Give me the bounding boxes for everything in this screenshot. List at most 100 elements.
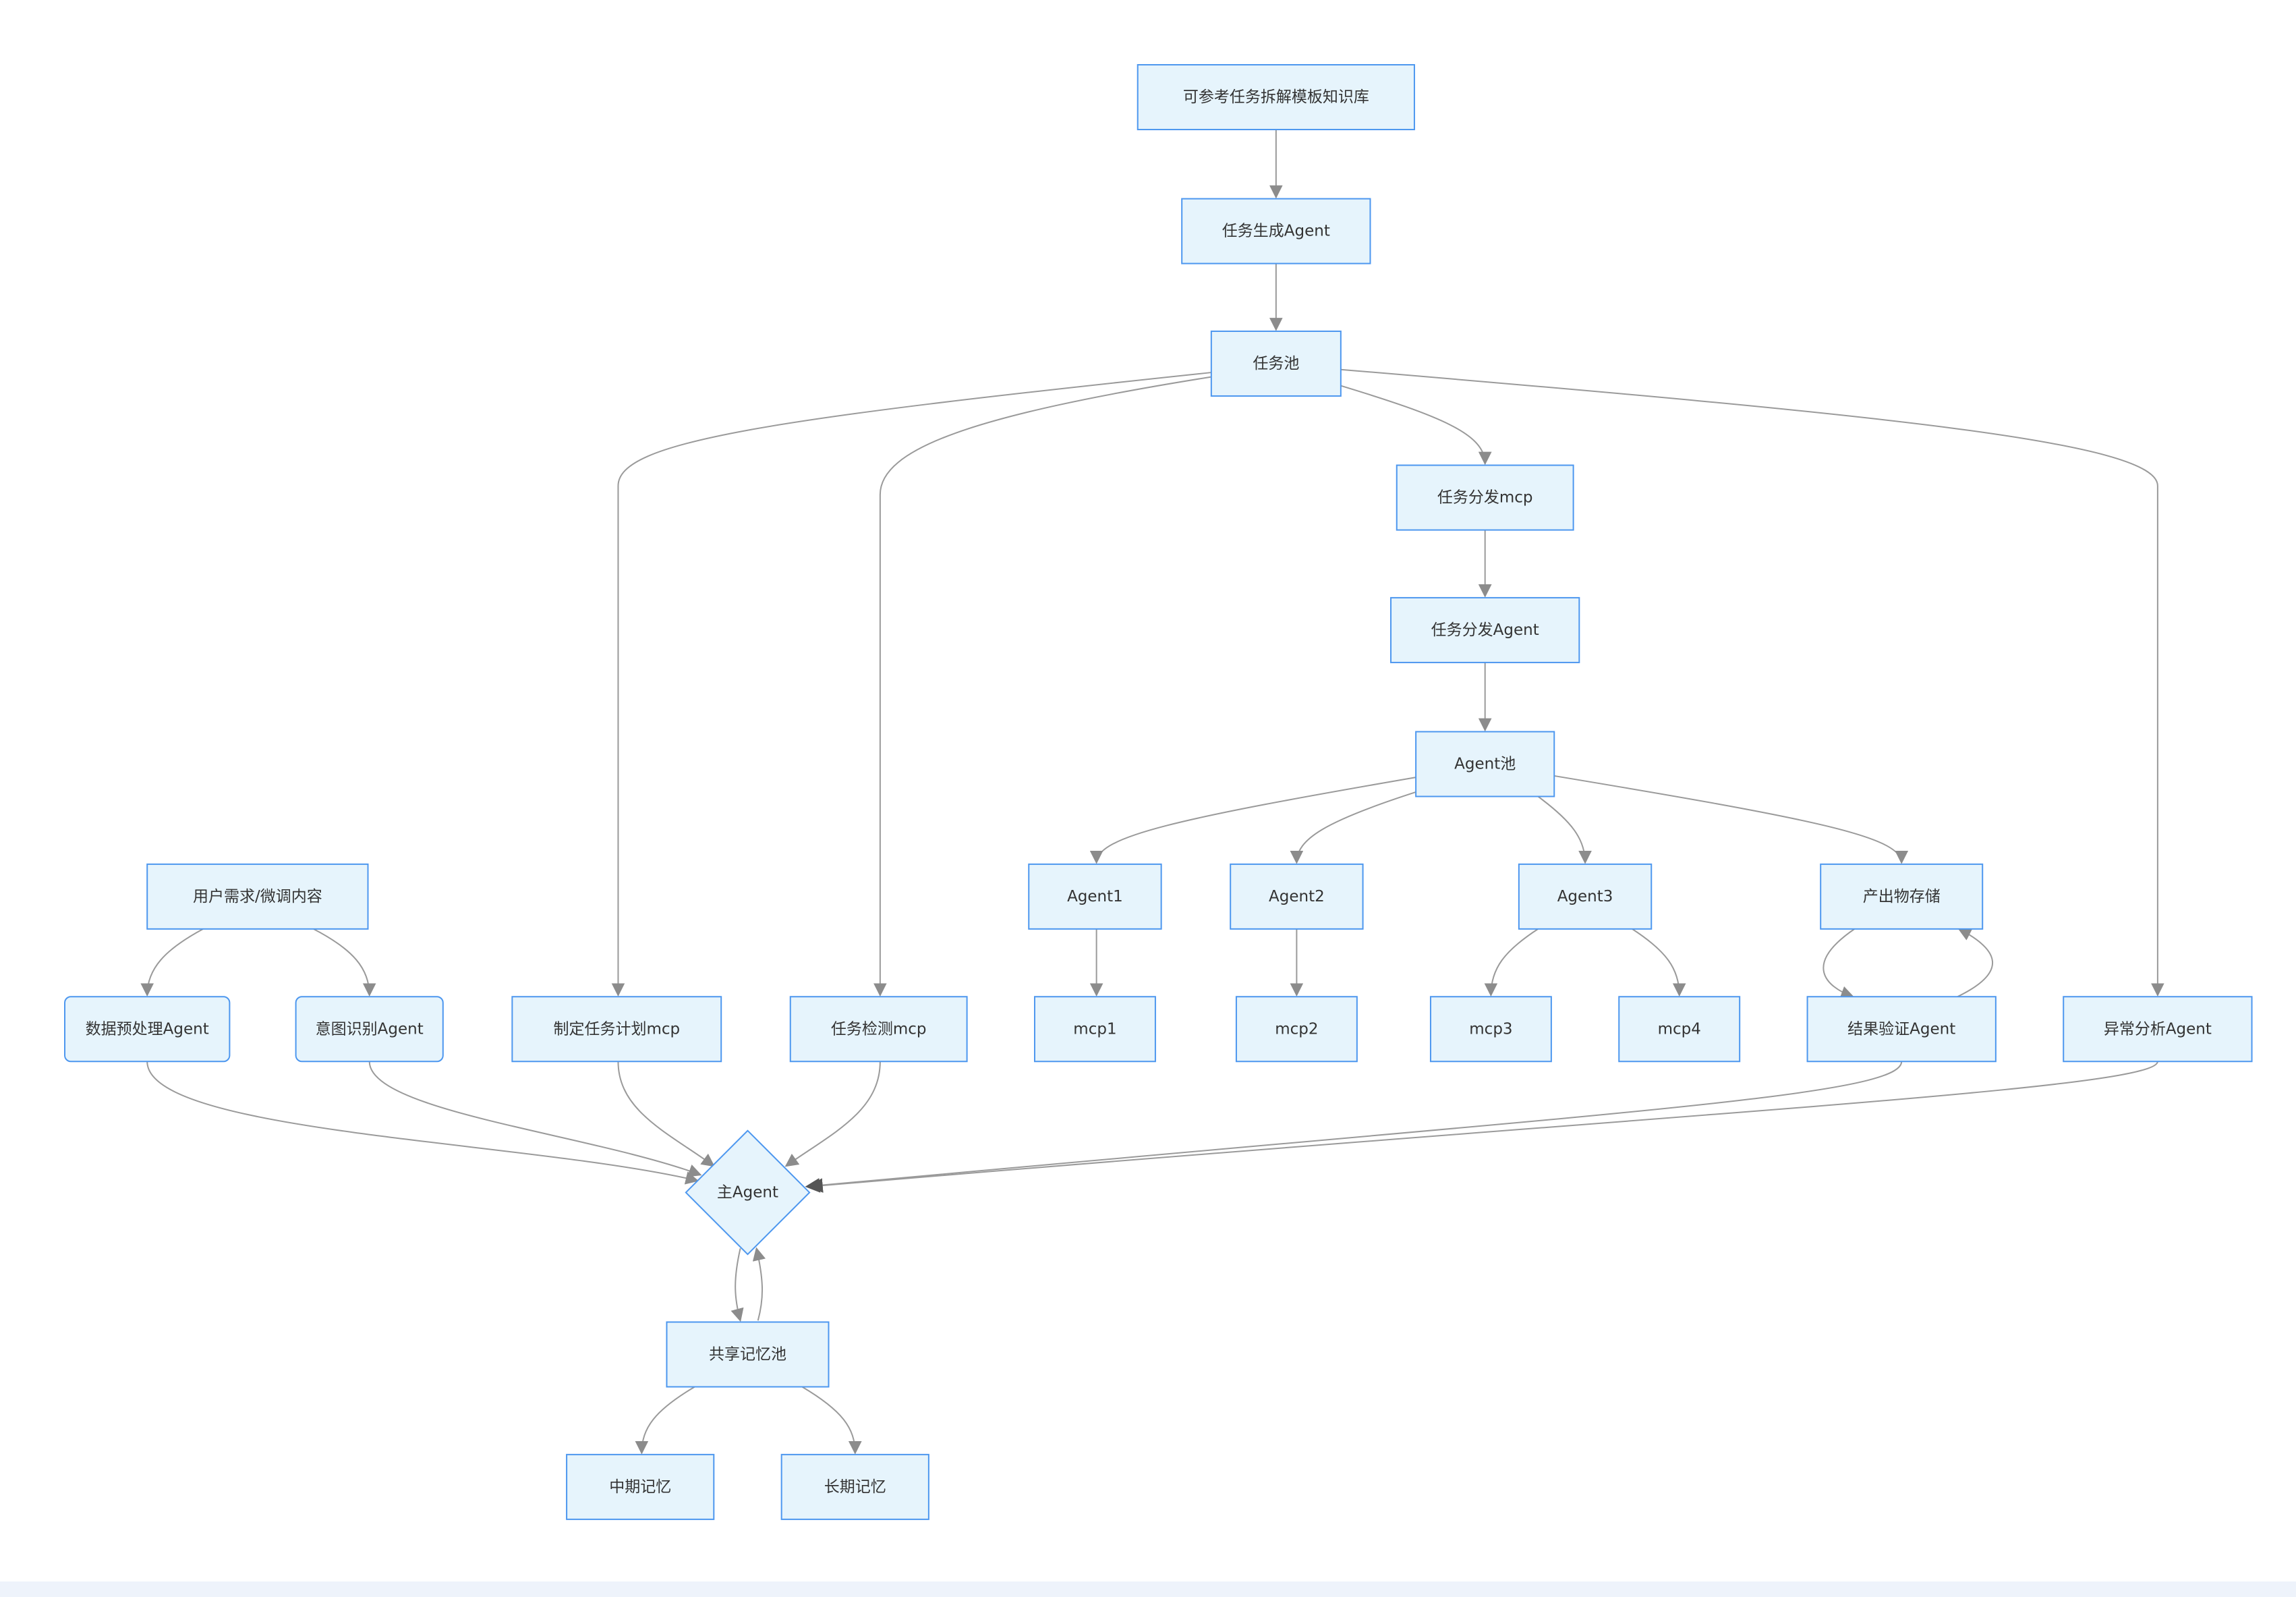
node-label: 中期记忆 (609, 1478, 671, 1496)
node-shape (64, 996, 231, 1063)
node-shape (1137, 64, 1415, 131)
node-mcp3[interactable]: mcp3 (1429, 996, 1552, 1063)
node-mid-mem[interactable]: 中期记忆 (566, 1453, 715, 1520)
node-shape (295, 996, 444, 1063)
edge-agent-pool-to-artifact-store (1554, 776, 1908, 864)
edge-shared-mem-to-main-agent (752, 1247, 766, 1320)
node-anomaly[interactable]: 异常分析Agent (2063, 996, 2253, 1063)
node-mcp1[interactable]: mcp1 (1033, 996, 1156, 1063)
edge-task-pool-to-dispatch-mcp (1341, 386, 1492, 466)
node-kb[interactable]: 可参考任务拆解模板知识库 (1137, 64, 1415, 131)
edge-agent-pool-to-agent2 (1290, 792, 1416, 864)
node-shape (146, 863, 369, 930)
node-shape (1415, 731, 1555, 797)
node-label: 任务生成Agent (1222, 223, 1330, 240)
node-shape (1820, 863, 1984, 930)
node-shared-mem[interactable]: 共享记忆池 (666, 1321, 830, 1388)
edge-task-pool-to-plan-mcp (611, 372, 1211, 997)
node-label: mcp4 (1658, 1020, 1701, 1038)
node-task-gen[interactable]: 任务生成Agent (1181, 198, 1371, 264)
node-user-req[interactable]: 用户需求/微调内容 (146, 863, 369, 930)
node-label: 任务分发Agent (1431, 621, 1539, 639)
node-shape (1210, 330, 1342, 397)
node-label: 产出物存储 (1863, 888, 1941, 905)
node-label: mcp3 (1469, 1020, 1512, 1038)
edge-shared-mem-to-long-mem (802, 1386, 862, 1455)
node-artifact-store[interactable]: 产出物存储 (1820, 863, 1984, 930)
node-label: 制定任务计划mcp (553, 1020, 680, 1038)
node-shape (511, 996, 722, 1063)
node-preprocess[interactable]: 数据预处理Agent (64, 996, 231, 1063)
node-shape (1618, 996, 1741, 1063)
edge-main-agent-to-shared-mem (730, 1248, 744, 1322)
node-verify[interactable]: 结果验证Agent (1806, 996, 1997, 1063)
node-dispatch-agent[interactable]: 任务分发Agent (1390, 596, 1580, 663)
edge-agent3-to-mcp3 (1484, 929, 1538, 997)
node-label: 意图识别Agent (316, 1020, 424, 1038)
node-shape (566, 1453, 715, 1520)
node-intent[interactable]: 意图识别Agent (295, 996, 444, 1063)
node-mcp2[interactable]: mcp2 (1235, 996, 1358, 1063)
node-shape (780, 1453, 929, 1520)
edge-verify-to-artifact-store (1957, 929, 1992, 997)
node-shape (789, 996, 968, 1063)
node-main-agent[interactable]: 主Agent (685, 1129, 811, 1256)
edges-layer (140, 130, 2164, 1455)
node-agent2[interactable]: Agent2 (1230, 863, 1364, 930)
node-shape (1181, 198, 1371, 264)
edge-user-req-to-intent (314, 929, 376, 997)
node-shape (2063, 996, 2253, 1063)
node-label: 异常分析Agent (2104, 1020, 2212, 1038)
node-shape (1518, 863, 1653, 930)
edge-agent-pool-to-agent1 (1089, 777, 1416, 864)
edge-anomaly-to-main-agent (807, 1061, 2158, 1193)
node-shape (1396, 464, 1574, 531)
node-label: 数据预处理Agent (86, 1020, 209, 1038)
edge-check-mcp-to-main-agent (784, 1061, 880, 1166)
node-shape (1235, 996, 1358, 1063)
node-long-mem[interactable]: 长期记忆 (780, 1453, 929, 1520)
node-label: 任务分发mcp (1437, 489, 1533, 507)
node-dispatch-mcp[interactable]: 任务分发mcp (1396, 464, 1574, 531)
node-label: Agent3 (1557, 888, 1613, 905)
node-label: Agent池 (1454, 755, 1516, 773)
node-shape (1230, 863, 1364, 930)
node-agent-pool[interactable]: Agent池 (1415, 731, 1555, 797)
edge-verify-to-main-agent (805, 1061, 1901, 1193)
node-shape (1028, 863, 1162, 930)
edge-artifact-store-to-verify (1823, 929, 1854, 999)
node-label: 主Agent (717, 1183, 778, 1201)
node-shape (685, 1129, 811, 1256)
edge-intent-to-main-agent (370, 1061, 702, 1177)
node-label: 共享记忆池 (709, 1345, 786, 1363)
node-shape (1806, 996, 1997, 1063)
node-label: 长期记忆 (824, 1478, 886, 1496)
node-shape (1429, 996, 1552, 1063)
bottom-strip (0, 1581, 2296, 1597)
edge-plan-mcp-to-main-agent (618, 1061, 715, 1166)
node-label: mcp1 (1073, 1020, 1116, 1038)
node-label: Agent1 (1067, 888, 1123, 905)
node-shape (1390, 596, 1580, 663)
node-label: 可参考任务拆解模板知识库 (1183, 88, 1369, 106)
edge-agent-pool-to-agent3 (1538, 796, 1592, 864)
node-label: 用户需求/微调内容 (193, 888, 322, 905)
node-label: 任务池 (1253, 355, 1299, 372)
node-plan-mcp[interactable]: 制定任务计划mcp (511, 996, 722, 1063)
node-label: Agent2 (1269, 888, 1325, 905)
node-mcp4[interactable]: mcp4 (1618, 996, 1741, 1063)
edge-preprocess-to-main-agent (147, 1061, 699, 1185)
node-label: 任务检测mcp (831, 1020, 927, 1038)
edge-task-pool-to-check-mcp (873, 377, 1211, 997)
node-check-mcp[interactable]: 任务检测mcp (789, 996, 968, 1063)
node-agent3[interactable]: Agent3 (1518, 863, 1653, 930)
edge-task-pool-to-anomaly (1341, 370, 2164, 997)
node-shape (1033, 996, 1156, 1063)
node-task-pool[interactable]: 任务池 (1210, 330, 1342, 397)
node-label: 结果验证Agent (1847, 1020, 1955, 1038)
node-agent1[interactable]: Agent1 (1028, 863, 1162, 930)
edge-shared-mem-to-mid-mem (635, 1386, 695, 1455)
edge-user-req-to-preprocess (140, 929, 203, 997)
